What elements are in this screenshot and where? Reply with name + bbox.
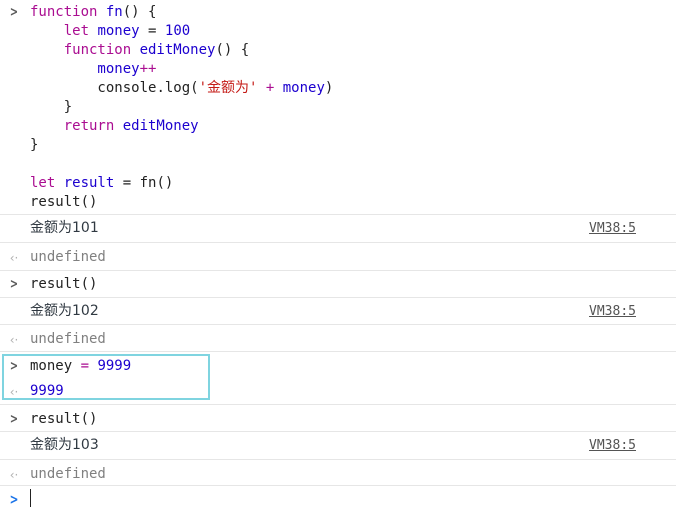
code-token: result — [30, 194, 81, 210]
log-message: 金额为101 — [30, 220, 99, 236]
code-line: } — [30, 98, 72, 117]
assigned-value: 9999 — [97, 358, 132, 374]
console-input-entry: > result() — [0, 270, 676, 297]
code-line: result() — [30, 193, 97, 212]
console-input-entry: > result() — [0, 404, 676, 431]
chevron-right-icon: > — [9, 491, 19, 508]
console-log-entry: 金额为102 VM38:5 — [0, 297, 676, 324]
code-line: } — [30, 136, 38, 155]
result-value: undefined — [30, 466, 106, 482]
console-result-entry: ‹· undefined — [0, 324, 676, 351]
code-token: = — [139, 23, 165, 39]
code-line: return editMoney — [30, 117, 199, 136]
code-token: function — [30, 4, 106, 20]
code-token: editMoney — [122, 118, 199, 134]
log-message: 金额为102 — [30, 303, 99, 319]
code-token: () — [80, 194, 98, 210]
return-arrow-icon: ‹· — [9, 332, 19, 347]
code-token: 100 — [164, 23, 191, 39]
code-line: let money = 100 — [30, 22, 190, 41]
return-arrow-icon: ‹· — [9, 467, 19, 482]
chevron-right-icon: > — [9, 277, 19, 292]
code-token: return — [30, 118, 123, 134]
chevron-right-icon: > — [9, 359, 19, 374]
return-arrow-icon: ‹· — [9, 384, 19, 399]
console-log-entry: 金额为101 VM38:5 — [0, 214, 676, 242]
variable-name: money — [30, 358, 73, 374]
code-token: let — [30, 175, 64, 191]
log-message: 金额为103 — [30, 437, 99, 453]
code-token: money — [97, 23, 140, 39]
code-token: () { — [215, 42, 250, 58]
chevron-right-icon: > — [9, 412, 19, 427]
input-code: money = 9999 — [30, 357, 131, 376]
chevron-right-icon: > — [9, 5, 19, 20]
console-result-entry: ‹· undefined — [0, 459, 676, 485]
code-line: function editMoney() { — [30, 41, 249, 60]
code-token: () { — [122, 4, 157, 20]
code-token: function — [30, 42, 140, 58]
code-token: fn — [139, 175, 157, 191]
input-code: result() — [30, 411, 98, 427]
console-result-entry: ‹· undefined — [0, 242, 676, 270]
code-token: } — [30, 137, 39, 153]
code-token: () — [156, 175, 174, 191]
code-token: '金额为' — [198, 80, 258, 96]
input-code: result() — [30, 276, 98, 292]
console-input-entry: > function fn() { let money = 100 functi… — [0, 2, 676, 214]
result-value: 9999 — [30, 383, 64, 399]
code-token: ++ — [139, 61, 157, 77]
code-line: console.log('金额为' + money) — [30, 79, 333, 98]
source-link[interactable]: VM38:5 — [589, 304, 636, 319]
code-token: = — [114, 175, 140, 191]
code-token: + — [257, 80, 283, 96]
code-line: money++ — [30, 60, 156, 79]
return-arrow-icon: ‹· — [9, 250, 19, 265]
code-line: let result = fn() — [30, 174, 173, 193]
code-token: let — [30, 23, 98, 39]
code-token: result — [63, 175, 115, 191]
assign-operator: = — [72, 358, 98, 374]
code-token: ) — [324, 80, 334, 96]
console-input-entry: > money = 9999 — [0, 351, 676, 378]
console-result-entry: ‹· 9999 — [0, 378, 676, 404]
console-log-entry: 金额为103 VM38:5 — [0, 431, 676, 459]
code-token: } — [30, 99, 73, 115]
result-value: undefined — [30, 249, 106, 265]
text-caret — [30, 489, 31, 507]
console-prompt-input[interactable]: > — [0, 485, 676, 519]
code-token: editMoney — [139, 42, 216, 58]
code-token: money — [30, 61, 140, 77]
code-token: fn — [105, 4, 123, 20]
code-token: .log( — [156, 80, 199, 96]
source-link[interactable]: VM38:5 — [589, 221, 636, 236]
code-line: function fn() { — [30, 3, 156, 22]
code-token: console — [30, 80, 157, 96]
source-link[interactable]: VM38:5 — [589, 438, 636, 453]
result-value: undefined — [30, 331, 106, 347]
code-token: money — [282, 80, 325, 96]
